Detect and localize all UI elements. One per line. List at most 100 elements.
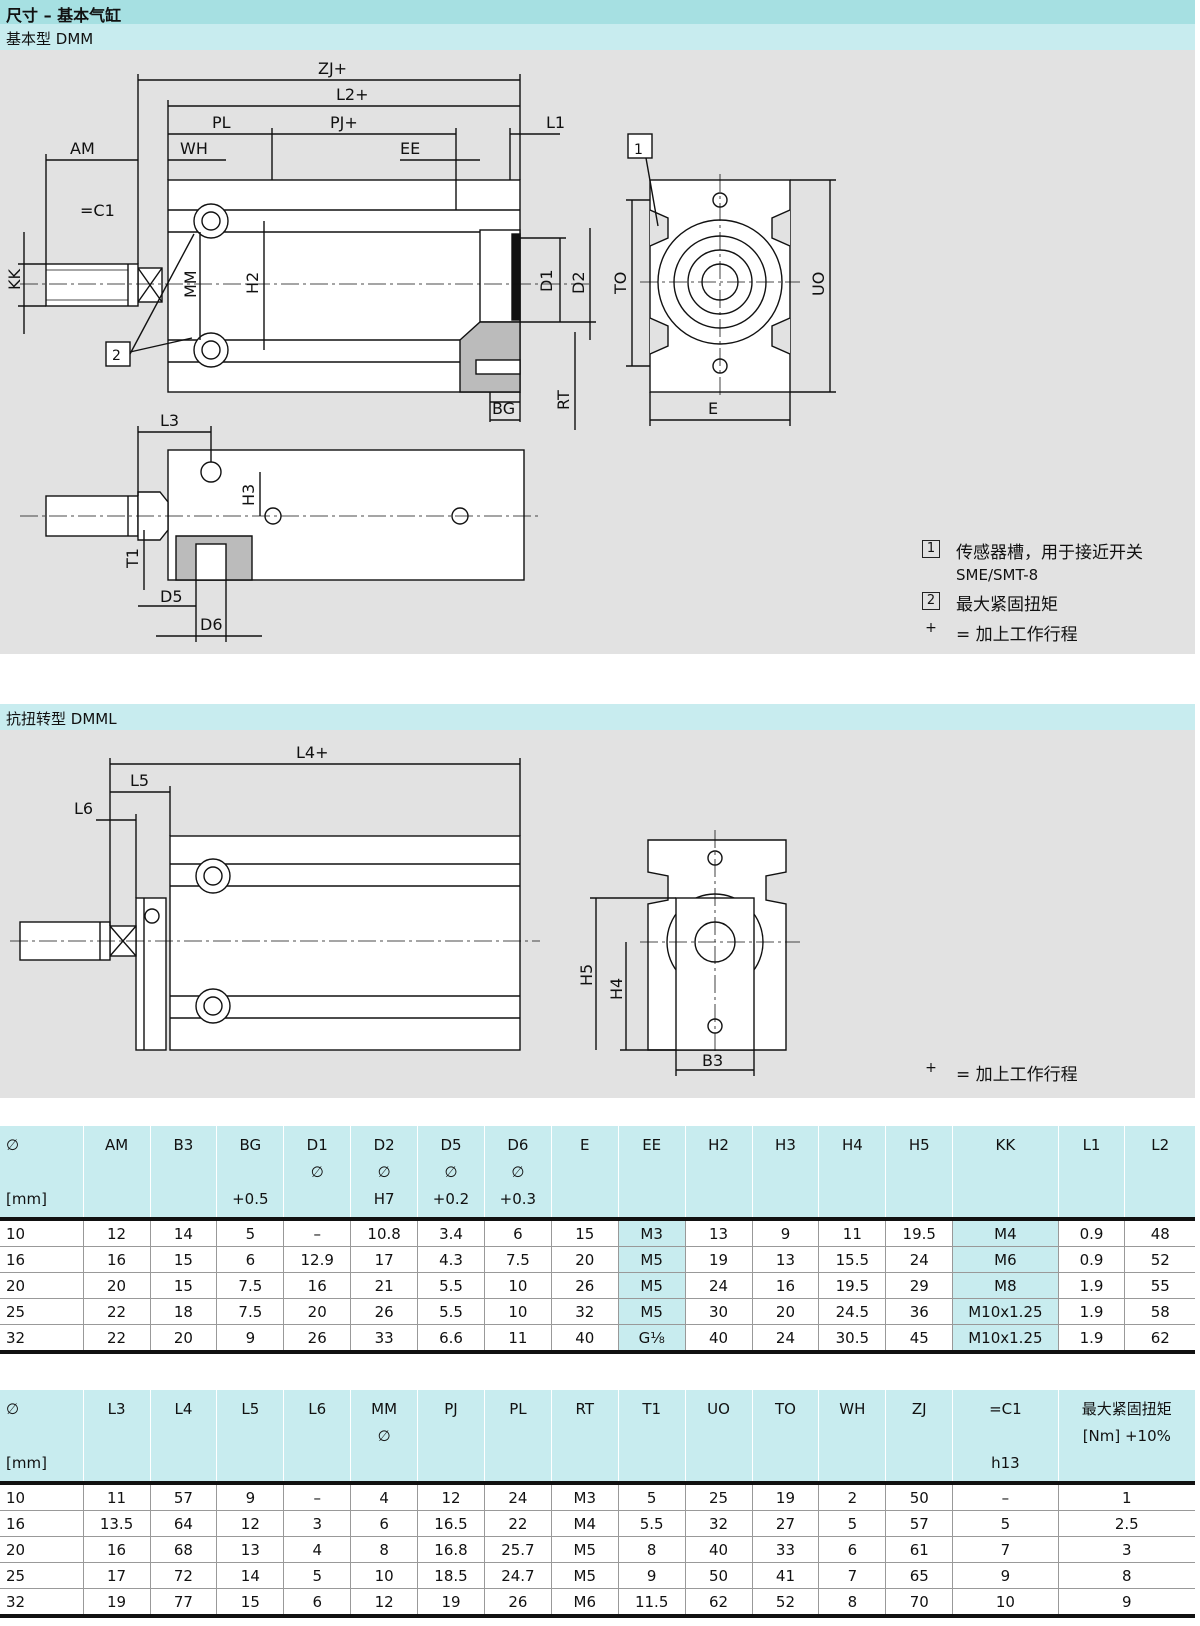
table-cell: 15 bbox=[550, 1219, 619, 1247]
table-cell: 4 bbox=[350, 1483, 418, 1511]
table-cell: 20 bbox=[82, 1272, 150, 1299]
table-cell: 5.5 bbox=[617, 1510, 686, 1537]
table-cell: 1.9 bbox=[1057, 1298, 1125, 1325]
column-header: H3 bbox=[751, 1126, 819, 1219]
table-cell: 1.9 bbox=[1057, 1324, 1125, 1354]
table-cell: 13 bbox=[216, 1536, 284, 1563]
table-cell: 8 bbox=[350, 1536, 418, 1563]
column-header: ZJ bbox=[885, 1390, 953, 1483]
table-cell: 9 bbox=[952, 1562, 1059, 1589]
column-header-line bbox=[1127, 1159, 1193, 1186]
column-header: EE bbox=[617, 1126, 686, 1219]
table-cell: 40 bbox=[550, 1324, 619, 1354]
svg-text:WH: WH bbox=[180, 139, 208, 158]
table-cell: M10x1.25 bbox=[952, 1298, 1059, 1325]
column-header: H5 bbox=[885, 1126, 953, 1219]
legend-dmml: += 加上工作行程 bbox=[922, 1060, 1078, 1090]
section-title-dmm: 基本型 DMM bbox=[6, 30, 94, 48]
column-header-line: ZJ bbox=[911, 1400, 927, 1418]
dimension-table-2: ∅ [mm]L3 L4 L5 L6 MM∅ PJ PL RT T1 UO TO … bbox=[0, 1390, 1195, 1618]
table-cell: 6 bbox=[216, 1246, 284, 1273]
table-cell: 41 bbox=[751, 1562, 819, 1589]
column-header: MM∅ bbox=[350, 1390, 418, 1483]
column-header-line bbox=[621, 1423, 683, 1450]
column-header-line: L4 bbox=[174, 1400, 193, 1418]
svg-text:1: 1 bbox=[634, 142, 643, 158]
column-header-line bbox=[688, 1450, 750, 1477]
svg-text:UO: UO bbox=[809, 272, 828, 296]
column-header-line: +0.2 bbox=[432, 1190, 470, 1208]
legend-dmml-plus-text: = 加上工作行程 bbox=[956, 1065, 1078, 1085]
table-cell: 18.5 bbox=[417, 1562, 485, 1589]
column-header-line bbox=[286, 1423, 348, 1450]
svg-text:RT: RT bbox=[554, 390, 573, 410]
table-cell: 5 bbox=[818, 1510, 886, 1537]
column-header-line: RT bbox=[575, 1400, 595, 1418]
table-cell: 13.5 bbox=[82, 1510, 150, 1537]
table-cell: 24 bbox=[684, 1272, 753, 1299]
table-cell: 15 bbox=[149, 1246, 217, 1273]
table-cell: 16.5 bbox=[417, 1510, 485, 1537]
table-cell: 58 bbox=[1124, 1298, 1195, 1325]
column-header-line bbox=[1061, 1186, 1123, 1213]
table-cell: 55 bbox=[1124, 1272, 1195, 1299]
table-cell: 26 bbox=[350, 1298, 418, 1325]
table-cell: 5.5 bbox=[417, 1298, 485, 1325]
column-header-line bbox=[153, 1423, 215, 1450]
table-cell: 11.5 bbox=[617, 1588, 686, 1618]
svg-text:2: 2 bbox=[112, 348, 121, 364]
table-cell: M10x1.25 bbox=[952, 1324, 1059, 1354]
table-cell: 19 bbox=[684, 1246, 753, 1273]
table-cell: 64 bbox=[149, 1510, 217, 1537]
svg-text:BG: BG bbox=[492, 399, 515, 418]
table-cell: 2.5 bbox=[1057, 1510, 1195, 1537]
column-header-line: [Nm] +10% bbox=[1082, 1427, 1171, 1445]
column-header-line: [mm] bbox=[6, 1190, 47, 1208]
table-cell: 17 bbox=[82, 1562, 150, 1589]
column-header: L5 bbox=[216, 1390, 284, 1483]
svg-text:H5: H5 bbox=[577, 964, 596, 986]
dmml-technical-drawing: L4+ L5 L6 H5 H4 B3 bbox=[10, 743, 800, 1076]
table-cell: 62 bbox=[1124, 1324, 1195, 1354]
column-header-line: TO bbox=[774, 1400, 796, 1418]
column-header-line bbox=[420, 1450, 482, 1477]
column-header-line bbox=[621, 1450, 683, 1477]
table-cell: 24 bbox=[885, 1246, 953, 1273]
column-header-line bbox=[153, 1450, 215, 1477]
table-cell: 14 bbox=[149, 1219, 217, 1247]
table-cell: 52 bbox=[1124, 1246, 1195, 1273]
table-cell: 52 bbox=[751, 1588, 819, 1618]
column-header: 最大紧固扭矩[Nm] +10% bbox=[1057, 1390, 1195, 1483]
table-cell: 16 bbox=[283, 1272, 351, 1299]
table-cell: 20 bbox=[0, 1272, 84, 1299]
column-header: L1 bbox=[1057, 1126, 1125, 1219]
column-header-line: D1 bbox=[306, 1136, 328, 1154]
page-title: 尺寸 – 基本气缸 bbox=[6, 6, 122, 25]
column-header-line bbox=[286, 1450, 348, 1477]
column-header-line: ∅ bbox=[377, 1163, 391, 1181]
table-cell: 5 bbox=[617, 1483, 686, 1511]
column-header-line bbox=[821, 1186, 883, 1213]
column-header-line: L6 bbox=[308, 1400, 327, 1418]
table-cell: 33 bbox=[751, 1536, 819, 1563]
table-cell: 12 bbox=[216, 1510, 284, 1537]
column-header-line bbox=[955, 1159, 1055, 1186]
svg-text:KK: KK bbox=[5, 269, 24, 290]
table-cell: 10 bbox=[483, 1272, 552, 1299]
table-cell: M3 bbox=[550, 1483, 619, 1511]
table-cell: 20 bbox=[751, 1298, 819, 1325]
column-header-line: +0.3 bbox=[499, 1190, 537, 1208]
svg-text:H3: H3 bbox=[239, 484, 258, 506]
column-header-line bbox=[755, 1423, 817, 1450]
column-header: BG +0.5 bbox=[216, 1126, 284, 1219]
table-cell: 32 bbox=[550, 1298, 619, 1325]
column-header-line bbox=[153, 1186, 215, 1213]
column-header-line: L5 bbox=[241, 1400, 260, 1418]
column-header-line: L2 bbox=[1151, 1136, 1170, 1154]
table-cell: 65 bbox=[885, 1562, 953, 1589]
